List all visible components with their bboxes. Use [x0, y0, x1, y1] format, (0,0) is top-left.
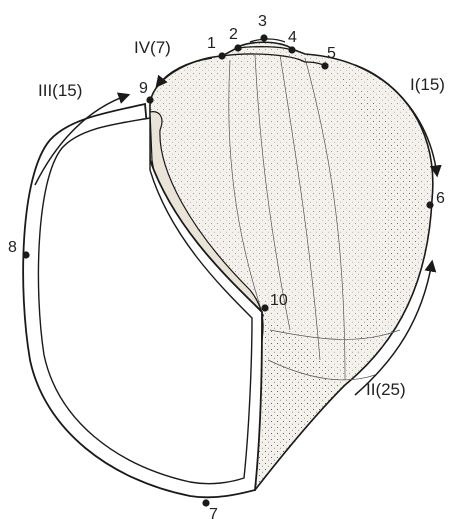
landmark-dot-9	[146, 96, 153, 103]
landmark-label-9: 9	[139, 80, 148, 97]
landmark-dot-2	[234, 44, 241, 51]
landmark-dot-3	[260, 34, 267, 41]
landmark-label-3: 3	[258, 13, 267, 30]
landmark-dot-6	[426, 201, 433, 208]
landmark-label-7: 7	[209, 506, 218, 519]
landmark-label-2: 2	[229, 26, 238, 43]
segment-label-iv: IV(7)	[134, 38, 171, 57]
landmark-label-8: 8	[8, 239, 17, 256]
segment-label-iii: III(15)	[38, 81, 82, 100]
landmark-dot-1	[218, 52, 225, 59]
landmark-label-6: 6	[436, 190, 445, 207]
landmark-label-5: 5	[327, 45, 336, 62]
landmark-label-10: 10	[270, 292, 288, 309]
landmark-dot-4	[288, 46, 295, 53]
landmark-label-1: 1	[207, 35, 216, 52]
segment-label-i: I(15)	[410, 75, 445, 94]
segment-label-ii: II(25)	[366, 380, 406, 399]
landmark-dot-10	[261, 304, 268, 311]
landmark-dot-5	[321, 62, 328, 69]
landmark-dot-8	[22, 251, 29, 258]
landmark-label-4: 4	[288, 29, 297, 46]
